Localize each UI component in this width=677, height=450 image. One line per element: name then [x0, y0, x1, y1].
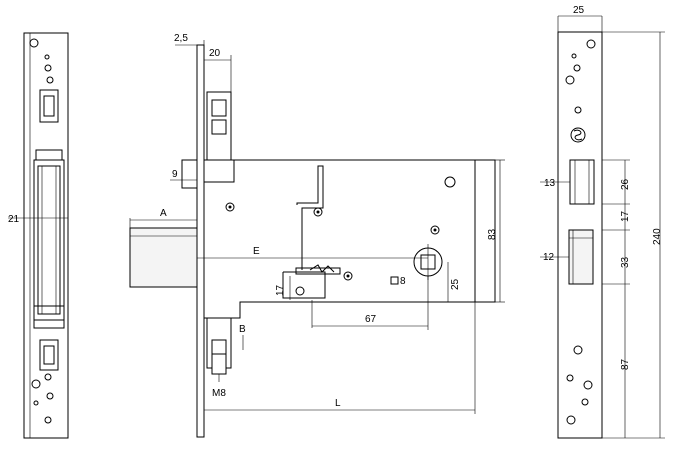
side-view-dimension-lines [129, 40, 505, 414]
right-view-dimension-lines [540, 15, 665, 439]
right-faceplate-view [557, 31, 603, 439]
plate-offset-label: 20 [209, 48, 221, 59]
hub-height-label: 17 [275, 284, 286, 296]
bolt-height-label: 12 [543, 252, 555, 263]
left-plate-width-label: 21 [8, 214, 20, 225]
direction-label: B [239, 324, 246, 335]
bolt-throw-label: A [160, 208, 167, 219]
lower-distance-label: 87 [620, 358, 631, 370]
follower-offset-label: 25 [450, 278, 461, 290]
spindle-distance-label: 67 [365, 314, 377, 325]
front-plate-thickness-label: 2,5 [174, 33, 188, 44]
latch-offset-label: 26 [620, 178, 631, 190]
case-height-label: 83 [487, 228, 498, 240]
backset-label: E [253, 246, 260, 257]
mounting-screw-label: M8 [212, 388, 226, 399]
total-height-label: 240 [652, 228, 663, 245]
bolt-offset-label: 33 [620, 256, 631, 268]
lock-body-side-view [129, 44, 496, 438]
right-plate-width-label: 25 [573, 5, 585, 16]
gap-label: 17 [620, 210, 631, 222]
lock-length-label: L [335, 398, 341, 409]
latch-height-label: 13 [544, 178, 556, 189]
left-faceplate-view [8, 32, 69, 439]
square-spindle-label: 8 [400, 276, 406, 287]
side-depth-label: 9 [172, 169, 178, 180]
